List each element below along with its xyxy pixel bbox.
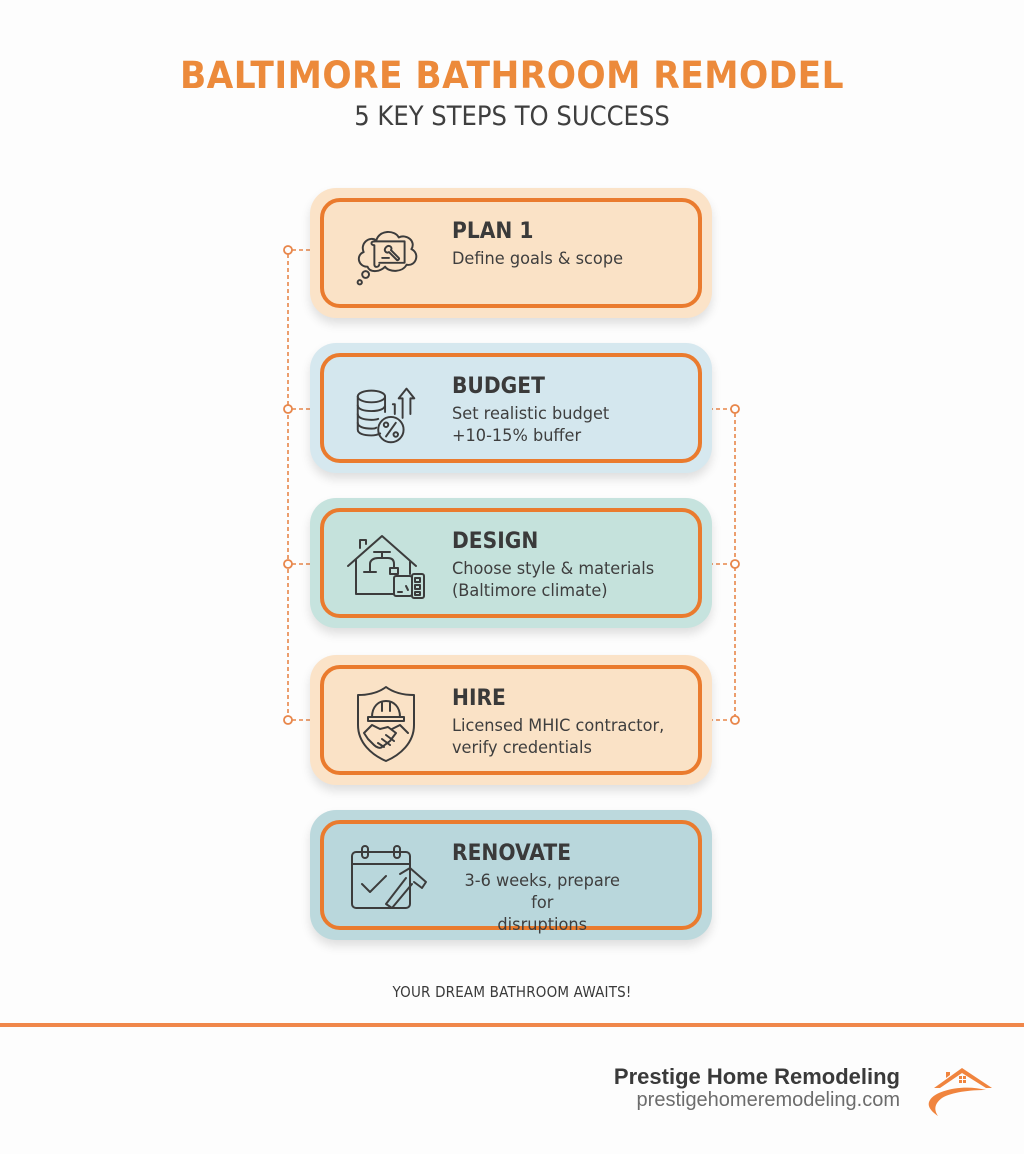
brand-name: Prestige Home Remodeling [613,1064,900,1089]
step-text: DESIGN Choose style & materials (Baltimo… [452,528,702,602]
step-text: BUDGET Set realistic budget +10-15% buff… [452,373,702,447]
brand-url[interactable]: prestigehomeremodeling.com [636,1089,900,1111]
step-card-border: HIRE Licensed MHIC contractor, verify cr… [320,665,702,775]
step-description: Set realistic budget +10-15% buffer [452,404,610,446]
connector-node [283,245,293,255]
step-title: HIRE [452,686,506,711]
house-roof-swoosh-logo-icon [924,1064,996,1118]
step-title: RENOVATE [452,841,572,866]
step-description: Choose style & materials (Baltimore clim… [452,559,655,601]
tagline: YOUR DREAM BATHROOM AWAITS! [392,983,632,1001]
connector-node [283,404,293,414]
step-title: DESIGN [452,529,539,554]
calendar-check-hammer-icon [348,842,430,914]
house-faucet-tile-icon [344,528,430,606]
page-title: BALTIMORE BATHROOM REMODEL [179,54,845,97]
step-text: PLAN 1 Define goals & scope [452,218,702,270]
connector-node [730,715,740,725]
shield-hardhat-handshake-icon [350,683,422,765]
step-title: BUDGET [452,374,545,399]
step-card-border: RENOVATE 3-6 weeks, prepare for disrupti… [320,820,702,935]
step-description: Define goals & scope [452,249,624,269]
step-card-budget: BUDGET Set realistic budget +10-15% buff… [310,343,712,473]
coin-stack-percent-arrow-icon [348,375,426,453]
step-description: 3-6 weeks, prepare for disruptions [464,871,620,935]
step-text: HIRE Licensed MHIC contractor, verify cr… [452,685,702,759]
step-card-border: DESIGN Choose style & materials (Baltimo… [320,508,702,618]
step-text: RENOVATE 3-6 weeks, prepare for disrupti… [452,840,702,936]
footer-divider [0,1023,1024,1027]
step-card-design: DESIGN Choose style & materials (Baltimo… [310,498,712,628]
connector-node [283,715,293,725]
connector-node [730,559,740,569]
step-card-hire: HIRE Licensed MHIC contractor, verify cr… [310,655,712,785]
connector-node [730,404,740,414]
thought-cloud-blueprint-wrench-icon [350,216,428,294]
step-card-border: BUDGET Set realistic budget +10-15% buff… [320,353,702,463]
step-title: PLAN 1 [452,219,534,244]
step-description: Licensed MHIC contractor, verify credent… [452,716,665,758]
step-card-plan: PLAN 1 Define goals & scope [310,188,712,318]
step-card-renovate: RENOVATE 3-6 weeks, prepare for disrupti… [310,810,712,940]
step-card-border: PLAN 1 Define goals & scope [320,198,702,308]
page-subtitle: 5 KEY STEPS TO SUCCESS [354,101,670,132]
connector-node [283,559,293,569]
